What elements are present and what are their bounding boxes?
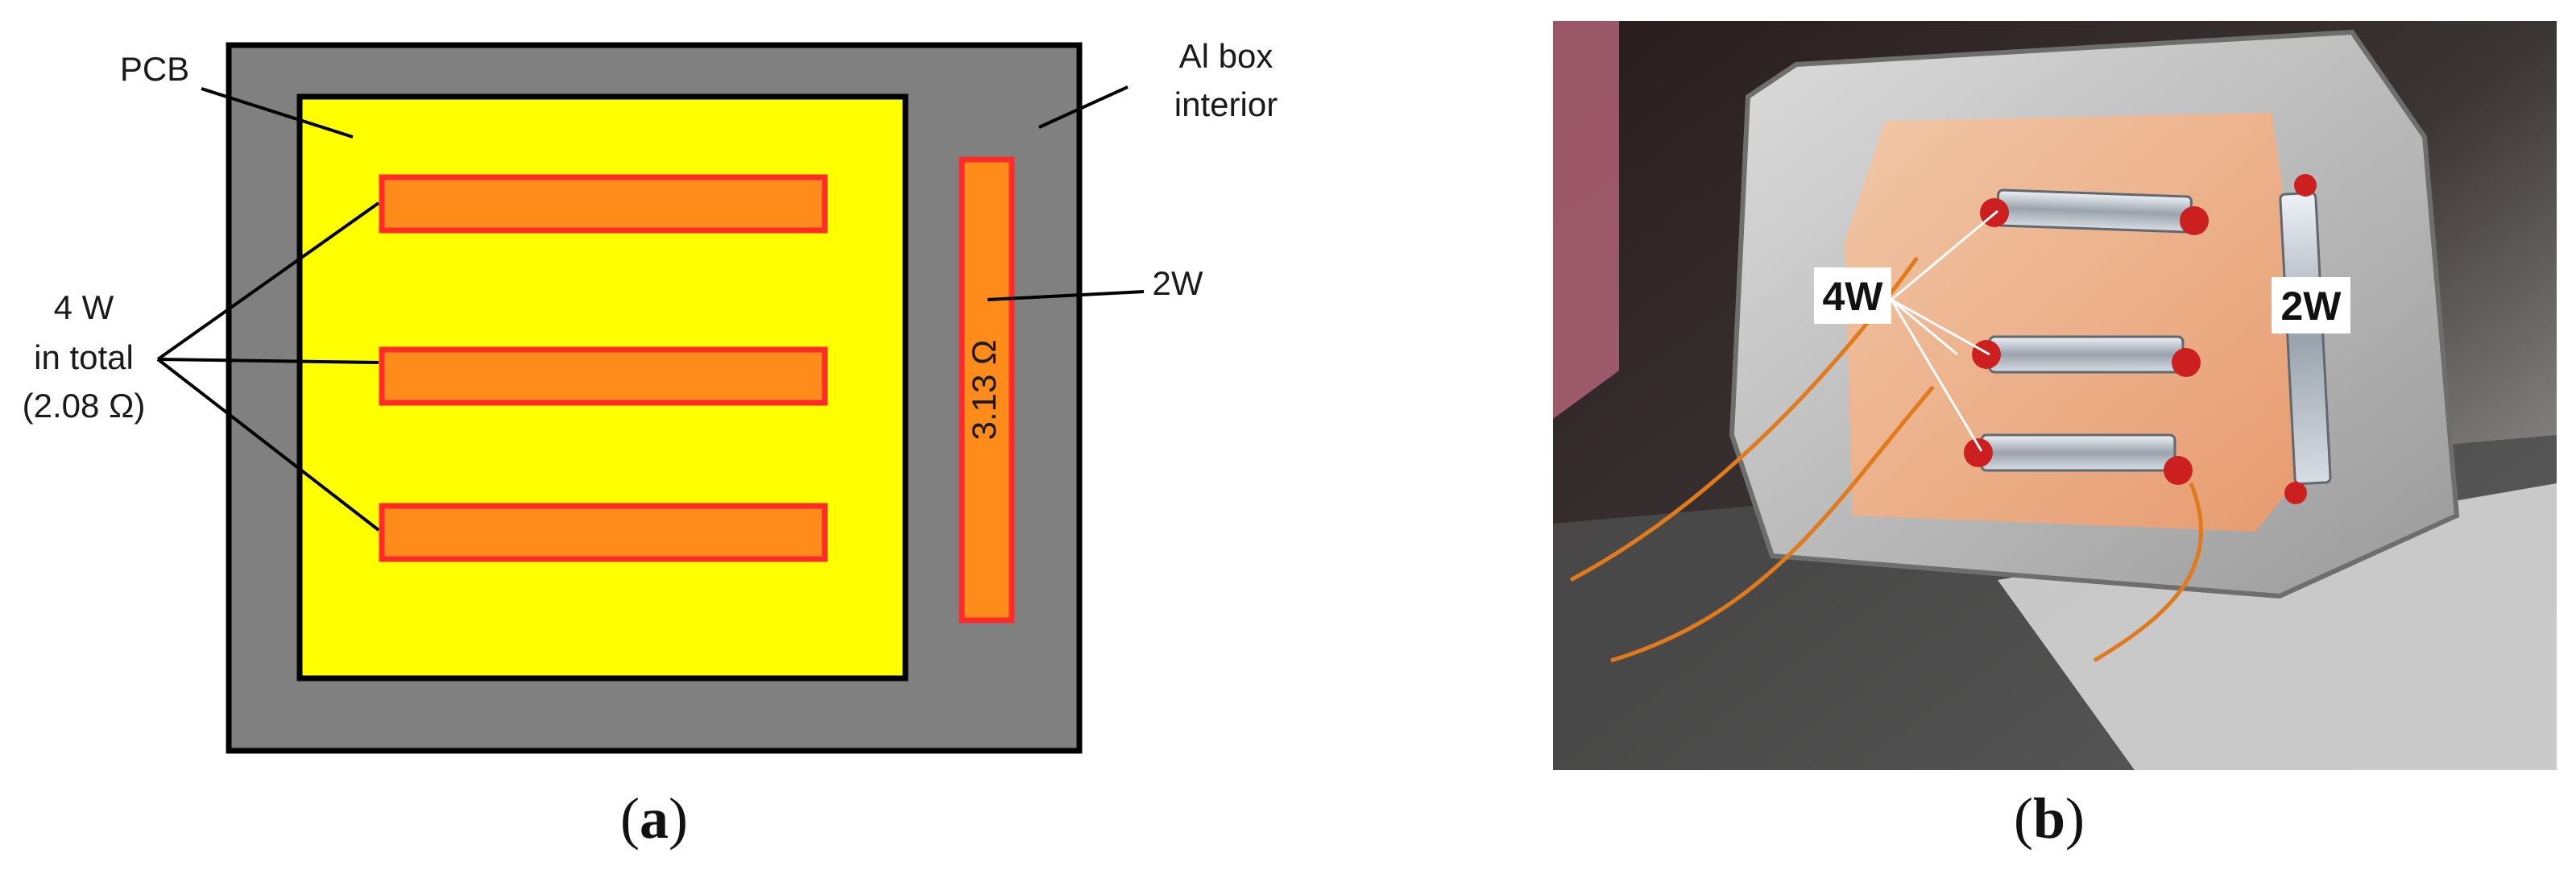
resistor-value-label: 3.13 Ω (965, 340, 1003, 441)
heater-strip-3 (382, 506, 825, 559)
photo-tag-2w: 2W (2281, 284, 2342, 329)
box-label-line1: Al box (1179, 37, 1274, 75)
heaters-label-line3: (2.08 Ω) (23, 387, 146, 425)
panel-b-photo: 4W 2W (b) (1553, 21, 2557, 851)
photo-heater-2 (1990, 337, 2183, 372)
photo-heater-3 (1982, 435, 2175, 470)
heater-strip-1 (382, 177, 825, 230)
box-label-line2: interior (1174, 85, 1278, 123)
heaters-label-line1: 4 W (54, 288, 114, 326)
side-heater-label: 2W (1153, 264, 1203, 302)
caption-b: (b) (2014, 786, 2085, 851)
heater-strip-2 (382, 350, 825, 403)
panel-a-schematic: 3.13 Ω PCB Al box interior 2W 4 W in tot… (23, 37, 1278, 851)
pcb-label: PCB (120, 50, 189, 88)
photo-tag-4w: 4W (1823, 274, 1884, 319)
heaters-label-line2: in total (34, 338, 134, 376)
pink-foam (1553, 21, 1619, 419)
photo-heater-1 (1997, 190, 2191, 232)
caption-a: (a) (620, 786, 688, 851)
